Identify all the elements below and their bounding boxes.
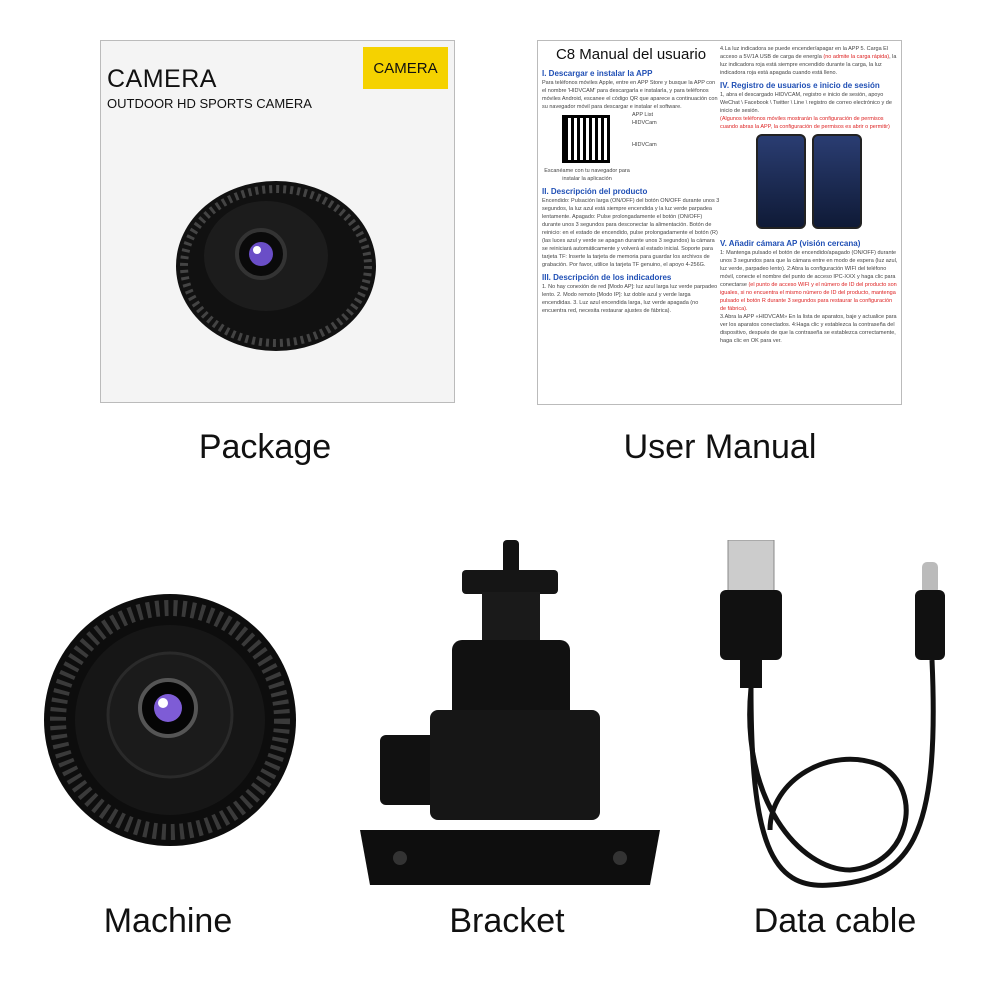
bracket-caption: Bracket: [449, 902, 565, 940]
manual-section-3: III. Descripción de los indicadores: [542, 273, 672, 282]
android-app-name: HIDVCam: [632, 120, 657, 126]
ios-app-name: HIDVCam: [632, 142, 657, 148]
user-manual-image: C8 Manual del usuario I. Descargar e ins…: [537, 40, 902, 405]
manual-text: 4.La luz indicadora se puede encender/ap…: [720, 46, 889, 60]
manual-warning: (no admite la carga rápida): [823, 54, 890, 60]
phone-screenshot: [812, 134, 862, 229]
manual-caption: User Manual: [623, 428, 817, 466]
app-list-label: APP List: [632, 112, 653, 118]
usb-data-cable-icon: [720, 540, 945, 888]
package-badge: CAMERA: [363, 47, 448, 89]
bracket-icon: [360, 540, 660, 885]
manual-warning: (el punto de acceso WIFI y el número de …: [720, 282, 897, 312]
manual-section-5: V. Añadir cámara AP (visión cercana): [720, 239, 861, 248]
package-camera-icon: [176, 181, 376, 351]
phone-screenshot: [756, 134, 806, 229]
qr-code-icon: [562, 115, 610, 163]
manual-text: 3.Abra la APP «HIDVCAM» En la lista de a…: [720, 314, 897, 344]
manual-text: 1. No hay conexión de red [Modo AP]: luz…: [542, 284, 718, 314]
manual-text: Encendido: Pulsación larga (ON/OFF) del …: [542, 198, 720, 268]
manual-text: , la luz indicadora roja está siempre en…: [720, 54, 897, 76]
cable-caption: Data cable: [753, 902, 917, 940]
machine-caption: Machine: [103, 902, 233, 940]
package-caption: Package: [198, 428, 332, 466]
package-title: CAMERA: [107, 65, 217, 93]
manual-text: Para teléfonos móviles Apple, entre en A…: [542, 80, 718, 110]
manual-warning: (Algunos teléfonos móviles mostrarán la …: [720, 116, 890, 130]
manual-section-2: II. Descripción del producto: [542, 187, 648, 196]
manual-title: C8 Manual del usuario: [555, 46, 707, 63]
manual-text: 1, abra el descargado HIDVCAM, registro …: [720, 92, 892, 114]
qr-caption: Escanéame con tu navegador para instalar…: [544, 168, 630, 182]
package-subtitle: OUTDOOR HD SPORTS CAMERA: [107, 96, 312, 111]
package-box-image: CAMERA OUTDOOR HD SPORTS CAMERA CAMERA: [100, 40, 455, 403]
camera-machine-icon: [44, 594, 296, 846]
manual-section-1: I. Descargar e instalar la APP: [542, 69, 653, 78]
manual-section-4: IV. Registro de usuarios e inicio de ses…: [720, 81, 880, 90]
manual-text: 1: Mantenga pulsado el botón de encendid…: [720, 250, 898, 288]
